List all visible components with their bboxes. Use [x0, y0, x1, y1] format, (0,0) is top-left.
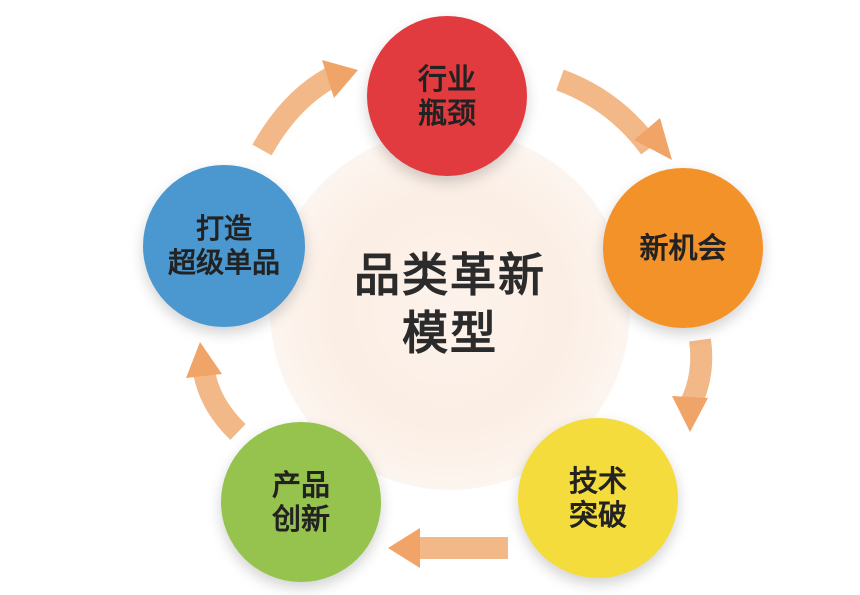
arrow-bottomleft-to-left	[193, 369, 246, 440]
node-label-line1: 产品	[271, 468, 330, 502]
node-label-line1: 新机会	[639, 231, 727, 265]
node-label-line2: 突破	[568, 498, 627, 532]
node-label-line2: 创新	[271, 502, 330, 536]
center-title-line1: 品类革新	[354, 248, 546, 302]
node-tech-breakthrough: 技术 突破	[518, 418, 678, 578]
node-label-line1: 打造	[195, 212, 252, 245]
node-industry-bottleneck: 行业 瓶颈	[367, 16, 527, 176]
arrow-top-to-right	[556, 69, 659, 155]
arrow-head-top-to-right	[634, 118, 672, 160]
arrow-head-bottomright-to-bottomleft	[388, 528, 420, 568]
arrow-head-left-to-top	[322, 60, 358, 98]
node-label-line2: 超级单品	[167, 246, 280, 279]
arrow-right-to-bottomright	[680, 338, 713, 410]
arrow-head-right-to-bottomright	[672, 396, 708, 432]
arrow-head-bottomleft-to-left	[186, 342, 222, 378]
node-label-line1: 行业	[417, 62, 476, 96]
arrow-left-to-top	[252, 68, 336, 156]
node-label-line1: 技术	[568, 464, 627, 498]
node-new-opportunity: 新机会	[603, 168, 763, 328]
node-label-line2: 瓶颈	[417, 96, 476, 130]
center-title-line2: 模型	[402, 306, 498, 360]
center-title: 品类革新 模型	[300, 246, 600, 362]
node-product-innovation: 产品 创新	[221, 422, 381, 582]
node-build-super-product: 打造 超级单品	[143, 165, 305, 327]
